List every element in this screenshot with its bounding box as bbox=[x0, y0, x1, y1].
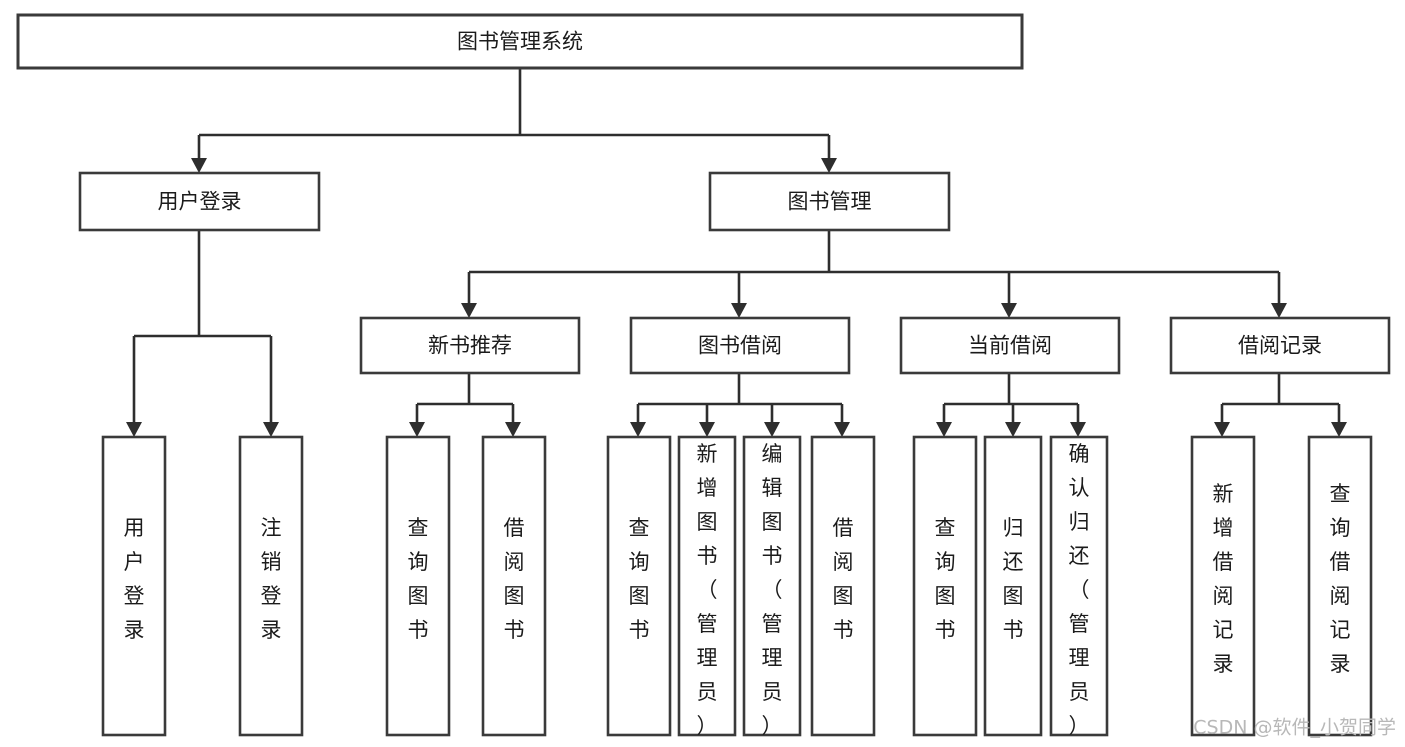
node-book-borrow-rect[interactable] bbox=[629, 316, 851, 375]
node-leaf-current-return-book-rect[interactable] bbox=[983, 435, 1043, 737]
node-leaf-borrow-edit-book[interactable]: 编辑图书（管理员） bbox=[742, 435, 802, 738]
node-leaf-recommend-borrow-book-rect[interactable] bbox=[481, 435, 547, 737]
node-leaf-current-return-book[interactable]: 归还图书 bbox=[983, 435, 1043, 737]
node-leaf-user-login-label: 用户登录 bbox=[124, 516, 145, 642]
node-leaf-borrow-query-book-label: 查询图书 bbox=[629, 516, 650, 642]
root-arrow-1-head bbox=[821, 158, 837, 173]
node-leaf-current-query-book[interactable]: 查询图书 bbox=[912, 435, 978, 737]
node-leaf-borrow-query-book-rect[interactable] bbox=[606, 435, 672, 737]
root-arrow-0-head bbox=[191, 158, 207, 173]
node-book-management-label: 图书管理 bbox=[788, 190, 872, 214]
node-leaf-current-query-book-rect[interactable] bbox=[912, 435, 978, 737]
csdn-watermark: CSDN @软件_小贺同学 bbox=[1193, 717, 1396, 739]
node-leaf-current-return-book-label: 归还图书 bbox=[1003, 516, 1024, 642]
node-user-login-label: 用户登录 bbox=[158, 190, 242, 214]
node-root-图书管理系统[interactable]: 图书管理系统 bbox=[16, 13, 1024, 70]
node-leaf-borrow-edit-book-label: 编辑图书（管理员） bbox=[762, 442, 783, 738]
node-borrow-record-rect[interactable] bbox=[1169, 316, 1391, 375]
leaf-arrow-8-head bbox=[1070, 422, 1086, 437]
node-book-borrow[interactable]: 图书借阅 bbox=[629, 316, 851, 375]
node-leaf-user-login[interactable]: 用户登录 bbox=[101, 435, 167, 737]
leaf-arrow-9-head bbox=[1214, 422, 1230, 437]
node-new-book-recommend-label: 新书推荐 bbox=[428, 334, 512, 358]
node-leaf-record-query[interactable]: 查询借阅记录 bbox=[1307, 435, 1373, 737]
node-leaf-borrow-add-book-rect[interactable] bbox=[677, 435, 737, 737]
node-leaf-recommend-borrow-book-label: 借阅图书 bbox=[504, 516, 525, 642]
leaf-arrow-2-head bbox=[630, 422, 646, 437]
node-user-login-rect[interactable] bbox=[78, 171, 321, 232]
node-leaf-borrow-borrow-book-label: 借阅图书 bbox=[833, 516, 854, 642]
node-leaf-recommend-query-book[interactable]: 查询图书 bbox=[385, 435, 451, 737]
node-leaf-user-logout-rect[interactable] bbox=[238, 435, 304, 737]
node-leaf-borrow-edit-book-rect[interactable] bbox=[742, 435, 802, 737]
node-root-图书管理系统-rect[interactable] bbox=[16, 13, 1024, 70]
node-leaf-recommend-query-book-label: 查询图书 bbox=[408, 516, 429, 642]
node-leaf-borrow-add-book-label: 新增图书（管理员） bbox=[697, 442, 718, 738]
node-leaf-current-confirm-return-rect[interactable] bbox=[1049, 435, 1109, 737]
node-leaf-current-query-book-label: 查询图书 bbox=[935, 516, 956, 642]
node-leaf-borrow-borrow-book-rect[interactable] bbox=[810, 435, 876, 737]
node-new-book-recommend-rect[interactable] bbox=[359, 316, 581, 375]
node-leaf-recommend-query-book-rect[interactable] bbox=[385, 435, 451, 737]
node-leaf-user-logout-label: 注销登录 bbox=[261, 516, 282, 642]
node-book-management-rect[interactable] bbox=[708, 171, 951, 232]
book-mgmt-arrow-3-head bbox=[1271, 303, 1287, 318]
leaf-arrow-6-head bbox=[936, 422, 952, 437]
node-leaf-borrow-borrow-book[interactable]: 借阅图书 bbox=[810, 435, 876, 737]
leaf-arrow-4-head bbox=[764, 422, 780, 437]
book-mgmt-arrow-0-head bbox=[461, 303, 477, 318]
node-leaf-borrow-add-book[interactable]: 新增图书（管理员） bbox=[677, 435, 737, 738]
node-root-图书管理系统-label: 图书管理系统 bbox=[457, 30, 583, 54]
node-leaf-user-logout[interactable]: 注销登录 bbox=[238, 435, 304, 737]
node-user-login[interactable]: 用户登录 bbox=[78, 171, 321, 232]
node-boxes-layer: 图书管理系统用户登录图书管理新书推荐图书借阅当前借阅借阅记录用户登录注销登录查询… bbox=[16, 13, 1391, 738]
node-borrow-record-label: 借阅记录 bbox=[1238, 334, 1322, 358]
node-leaf-recommend-borrow-book[interactable]: 借阅图书 bbox=[481, 435, 547, 737]
node-current-borrow[interactable]: 当前借阅 bbox=[899, 316, 1121, 375]
node-leaf-current-confirm-return[interactable]: 确认归还（管理员） bbox=[1049, 435, 1109, 738]
node-current-borrow-rect[interactable] bbox=[899, 316, 1121, 375]
node-leaf-current-confirm-return-label: 确认归还（管理员） bbox=[1069, 442, 1090, 738]
user-login-arrow-0-head bbox=[126, 422, 142, 437]
user-login-arrow-1-head bbox=[263, 422, 279, 437]
node-current-borrow-label: 当前借阅 bbox=[968, 334, 1052, 358]
leaf-arrow-1-head bbox=[505, 422, 521, 437]
book-mgmt-arrow-2-head bbox=[1001, 303, 1017, 318]
node-leaf-record-query-label: 查询借阅记录 bbox=[1330, 482, 1351, 676]
leaf-arrow-5-head bbox=[834, 422, 850, 437]
connectors-layer bbox=[126, 68, 1347, 437]
node-leaf-borrow-query-book[interactable]: 查询图书 bbox=[606, 435, 672, 737]
node-leaf-user-login-rect[interactable] bbox=[101, 435, 167, 737]
node-book-management[interactable]: 图书管理 bbox=[708, 171, 951, 232]
node-leaf-record-query-rect[interactable] bbox=[1307, 435, 1373, 737]
node-leaf-record-add[interactable]: 新增借阅记录 bbox=[1190, 435, 1256, 737]
book-mgmt-arrow-1-head bbox=[731, 303, 747, 318]
leaf-arrow-7-head bbox=[1005, 422, 1021, 437]
node-leaf-record-add-rect[interactable] bbox=[1190, 435, 1256, 737]
node-new-book-recommend[interactable]: 新书推荐 bbox=[359, 316, 581, 375]
leaf-arrow-10-head bbox=[1331, 422, 1347, 437]
leaf-arrow-3-head bbox=[699, 422, 715, 437]
node-leaf-record-add-label: 新增借阅记录 bbox=[1213, 482, 1234, 676]
leaf-arrow-0-head bbox=[409, 422, 425, 437]
node-book-borrow-label: 图书借阅 bbox=[698, 334, 782, 358]
node-borrow-record[interactable]: 借阅记录 bbox=[1169, 316, 1391, 375]
